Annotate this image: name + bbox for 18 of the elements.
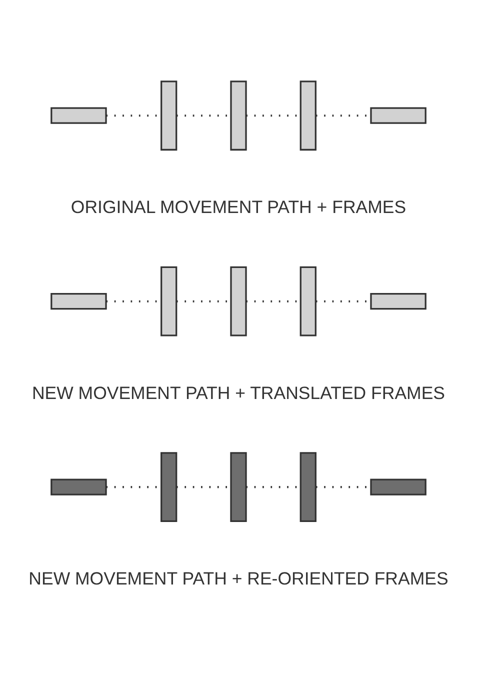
node-bar: [50, 478, 107, 496]
label: ORIGINAL MOVEMENT PATH + FRAMES: [70, 197, 406, 218]
node-bar: [300, 80, 316, 151]
node-bar: [300, 452, 316, 522]
node-bar: [370, 107, 426, 124]
node-bar: [50, 293, 107, 310]
node-bar: [50, 107, 107, 124]
node-bar: [160, 80, 178, 151]
label: NEW MOVEMENT PATH + TRANSLATED FRAMES: [32, 382, 446, 403]
node-bar: [160, 266, 178, 336]
node-bar: [230, 266, 247, 336]
node-bar: [370, 293, 426, 310]
node-bar: [370, 478, 426, 496]
node-bar: [230, 452, 247, 522]
node-bar: [230, 80, 247, 151]
label: NEW MOVEMENT PATH + RE-ORIENTED FRAMES: [28, 568, 448, 589]
node-bar: [160, 452, 178, 522]
node-bar: [300, 266, 316, 336]
